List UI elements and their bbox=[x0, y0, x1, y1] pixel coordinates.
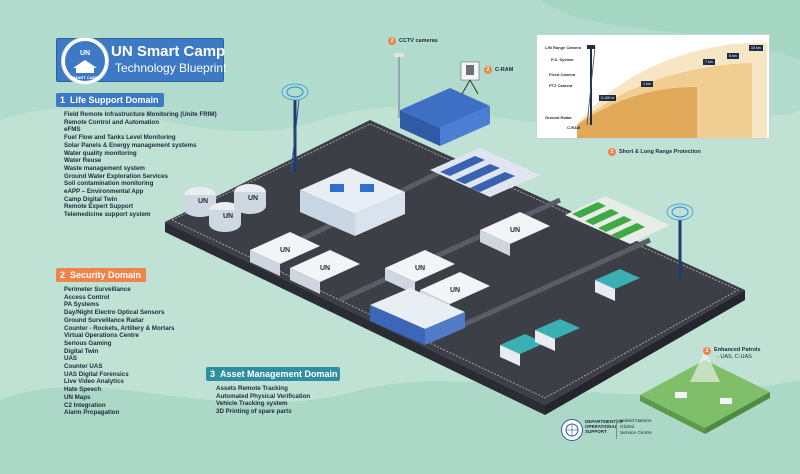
list-item: Water Reuse bbox=[64, 157, 102, 165]
title-banner: UN SMART CAMP UN Smart Camp Technology B… bbox=[56, 37, 227, 85]
page-subtitle: Technology Blueprint bbox=[115, 61, 227, 75]
cctv-pole bbox=[394, 53, 404, 118]
list-item: Vehicle Tracking system bbox=[216, 400, 288, 408]
warehouse-group bbox=[400, 88, 490, 146]
smart-camp-logo: UN SMART CAMP bbox=[61, 37, 109, 85]
callout-number: 2 bbox=[484, 66, 492, 74]
cram-label: C-RAM bbox=[495, 67, 514, 73]
list-item: C2 Integration bbox=[64, 401, 106, 409]
list-item: Automated Physical Verification bbox=[216, 392, 311, 400]
list-item: Assets Remote Tracking bbox=[216, 385, 288, 392]
list-item: Fuel Flow and Tanks Level Monitoring bbox=[64, 134, 176, 142]
ptz-camera-label: PTZ Camera bbox=[549, 83, 573, 88]
domain-2-list: Perimeter Surveillance Access Control PA… bbox=[64, 286, 174, 417]
cctv-label: CCTV cameras bbox=[399, 38, 438, 44]
list-item: Perimeter Surveillance bbox=[64, 286, 131, 293]
range-chip: 8 km bbox=[727, 53, 739, 59]
ungsc-text: United Nations Global Service Centre bbox=[620, 419, 652, 436]
list-item: Live Video Analytics bbox=[64, 378, 124, 386]
list-item: Remote Expert Support bbox=[64, 203, 134, 211]
list-item: Water quality monitoring bbox=[64, 149, 137, 157]
list-item: Telemedicine support system bbox=[64, 211, 151, 219]
domain-3-header: 3 Asset Management Domain bbox=[206, 367, 340, 381]
list-item: Counter UAS bbox=[64, 363, 103, 371]
list-item: Hate Speech bbox=[64, 386, 102, 394]
list-item: Counter - Rockets, Artillery & Mortars bbox=[64, 324, 175, 332]
lr-camera-label: L/M Range Camera bbox=[545, 45, 582, 50]
list-item: Virtual Operations Centre bbox=[64, 332, 139, 340]
callout-number: 2 bbox=[388, 37, 396, 45]
cram-unit bbox=[460, 61, 480, 95]
patrol-inset bbox=[640, 350, 770, 434]
domain-1-list: Field Remote Infrastructure Monitoring (… bbox=[64, 111, 217, 219]
page-title: UN Smart Camp bbox=[111, 43, 226, 60]
un-mark: UN bbox=[510, 227, 520, 234]
perimeter-fence bbox=[171, 123, 740, 399]
list-item: Field Remote Infrastructure Monitoring (… bbox=[64, 111, 217, 118]
list-item: PA Systems bbox=[64, 301, 100, 309]
list-item: Serious Gaming bbox=[64, 339, 112, 347]
un-mark: UN bbox=[280, 247, 290, 254]
list-item: eAPP – Environmental App bbox=[64, 188, 144, 196]
list-item: Ground Surveillance Radar bbox=[64, 316, 144, 324]
callout-number: 2 bbox=[608, 148, 616, 156]
ground-radar-label: Ground Radar bbox=[545, 115, 572, 120]
range-protection-panel: L/M Range Camera P.A. System Fixed Camer… bbox=[536, 34, 770, 139]
un-mark: UN bbox=[198, 198, 208, 205]
range-chip: 7 km bbox=[703, 59, 715, 65]
list-item: Camp Digital Twin bbox=[64, 195, 118, 203]
list-item: Digital Twin bbox=[64, 347, 99, 355]
water-tanks bbox=[184, 184, 266, 232]
barracks bbox=[250, 212, 550, 316]
list-item: Remote Control and Automation bbox=[64, 118, 159, 126]
domain-2-header: 2 Security Domain bbox=[56, 268, 146, 282]
list-item: 3D Printing of spare parts bbox=[216, 408, 292, 416]
list-item: Solar Panels & Energy management systems bbox=[64, 141, 197, 149]
list-item: UAS Digital Forensics bbox=[64, 370, 129, 378]
un-emblem-icon bbox=[561, 419, 583, 441]
un-mark: UN bbox=[415, 265, 425, 272]
container-block bbox=[370, 288, 465, 345]
un-mark: UN bbox=[248, 195, 258, 202]
camp-ground-side-right bbox=[545, 290, 745, 415]
callout-number: 2 bbox=[703, 347, 711, 355]
cram-small-label: C-RAM bbox=[567, 125, 581, 130]
domain-1-header: 1 Life Support Domain bbox=[56, 93, 164, 107]
green-solar-roofs bbox=[565, 196, 670, 244]
solar-panel-field bbox=[430, 148, 540, 197]
enhanced-patrols-sub: - UAS, C-UAS bbox=[717, 354, 752, 360]
list-item: Soil contamination monitoring bbox=[64, 180, 154, 188]
un-mark: UN bbox=[320, 265, 330, 272]
domain-3-list: Assets Remote Tracking Automated Physica… bbox=[216, 385, 310, 416]
pa-system-label: P.A. System bbox=[551, 57, 574, 62]
comm-tower-right bbox=[666, 203, 694, 280]
svg-text:SMART CAMP: SMART CAMP bbox=[71, 75, 98, 80]
range-diagram bbox=[577, 42, 767, 138]
list-item: Alarm Propagation bbox=[64, 409, 120, 417]
list-item: UAS bbox=[64, 355, 78, 363]
operations-centre bbox=[300, 168, 405, 236]
dos-text: DEPARTMENT OF OPERATIONAL SUPPORT bbox=[585, 419, 624, 434]
list-item: Access Control bbox=[64, 293, 110, 301]
list-item: Waste management system bbox=[64, 164, 145, 172]
enhanced-patrols-label: Enhanced Patrols bbox=[714, 347, 761, 353]
svg-text:UN: UN bbox=[80, 50, 90, 57]
comm-tower-left bbox=[281, 83, 309, 173]
un-mark: UN bbox=[450, 287, 460, 294]
range-chip: 1 km bbox=[641, 81, 653, 87]
houses bbox=[500, 269, 640, 366]
short-long-range-label: Short & Long Range Protection bbox=[619, 149, 701, 155]
range-chip: 0-100 m bbox=[599, 95, 617, 101]
range-chip: 10 km bbox=[749, 45, 763, 51]
camp-ground-side-left bbox=[165, 222, 545, 415]
un-mark: UN bbox=[223, 213, 233, 220]
list-item: UN Maps bbox=[64, 393, 91, 401]
road bbox=[428, 237, 652, 343]
fixed-camera-label: Fixed Camera bbox=[549, 72, 576, 77]
list-item: Ground Water Exploration Services bbox=[64, 172, 168, 180]
footer-divider bbox=[616, 419, 617, 439]
list-item: eFMS bbox=[64, 126, 81, 134]
list-item: Day/Night Electro Optical Sensors bbox=[64, 309, 165, 317]
